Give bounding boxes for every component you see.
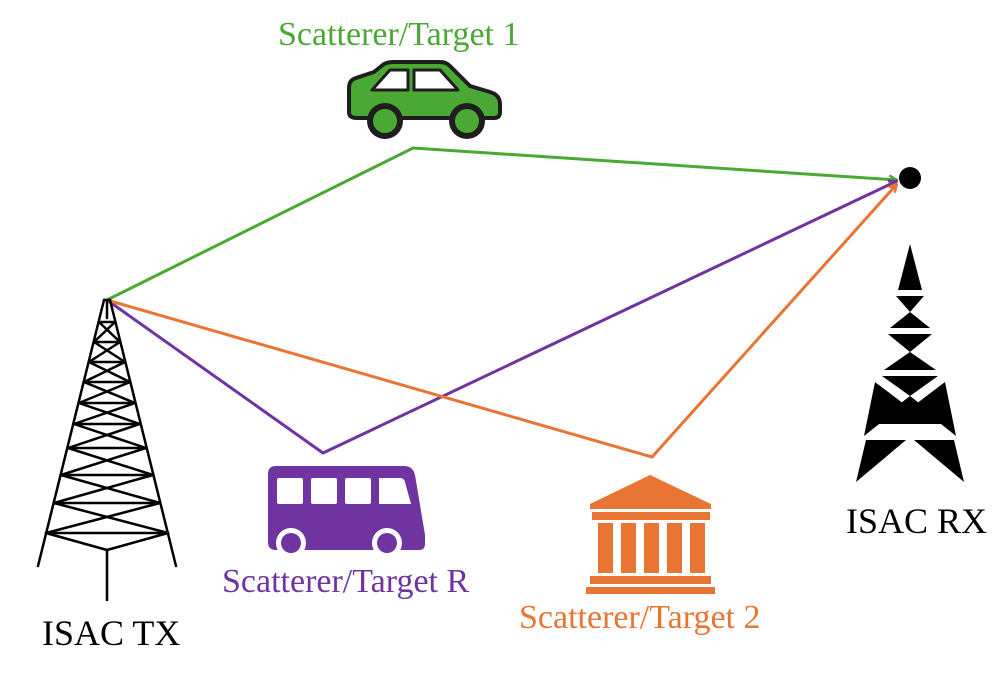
target-r-label: Scatterer/Target R <box>222 563 470 600</box>
path-target2 <box>106 184 897 459</box>
path-target-r <box>106 181 897 455</box>
path-target1 <box>106 146 897 302</box>
target2-label: Scatterer/Target 2 <box>519 599 761 636</box>
car-icon <box>347 60 502 139</box>
transmission-tower-icon <box>36 298 178 602</box>
target1-label: Scatterer/Target 1 <box>278 16 520 53</box>
receiver-dot-icon <box>899 167 921 189</box>
rx-label: ISAC RX <box>846 501 988 541</box>
antenna-tower-icon <box>856 244 964 482</box>
building-icon <box>586 475 715 594</box>
bus-icon <box>268 466 425 558</box>
tx-label: ISAC TX <box>42 613 181 653</box>
